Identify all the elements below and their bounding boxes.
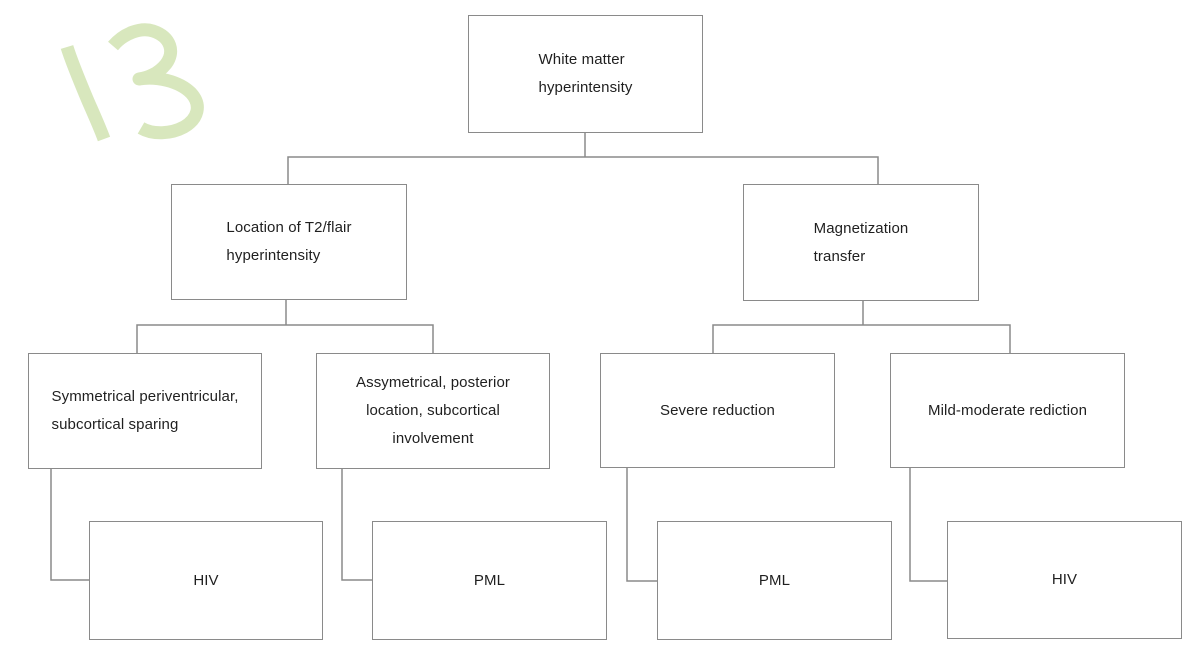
node-label: PML [473,571,506,589]
node-mild-moderate-rediction: Mild-moderate rediction [890,353,1125,468]
node-label: Location of T2/flair hyperintensity [226,219,352,264]
node-symmetrical-periventricular: Symmetrical periventricular, subcortical… [28,353,262,469]
node-white-matter-hyperintensity: White matter hyperintensity [468,15,703,133]
node-label: PML [758,571,791,589]
handwritten-number-annotation [60,23,204,142]
node-severe-reduction: Severe reduction [600,353,835,468]
connector-location-branches [136,324,434,353]
node-label: White matter hyperintensity [538,51,633,96]
connector-mild-hiv [909,468,947,582]
node-outcome-hiv-left: HIV [89,521,323,640]
node-label: Severe reduction [659,401,775,419]
connector-root-branches [287,156,879,184]
digit-3-stroke [108,23,204,140]
node-label: Symmetrical periventricular, subcortical… [51,388,239,433]
connector-symmetrical-hiv [50,469,89,581]
connector-severe-pml [626,468,657,582]
connector-asymmetrical-pml [341,469,372,581]
node-outcome-pml-left: PML [372,521,607,640]
node-label: Assymetrical, posterior location, subcor… [355,374,510,447]
connector-magnetization-branches [712,324,1011,353]
node-label: Mild-moderate rediction [927,401,1088,419]
node-location-of-t2-flair: Location of T2/flair hyperintensity [171,184,407,300]
node-outcome-hiv-right: HIV [947,521,1182,639]
node-outcome-pml-right: PML [657,521,892,640]
digit-1-stroke [60,45,111,142]
node-magnetization-transfer: Magnetization transfer [743,184,979,301]
node-label: HIV [1051,571,1078,588]
node-label: HIV [193,571,219,589]
node-asymmetrical-posterior: Assymetrical, posterior location, subcor… [316,353,550,469]
node-label: Magnetization transfer [813,219,909,265]
